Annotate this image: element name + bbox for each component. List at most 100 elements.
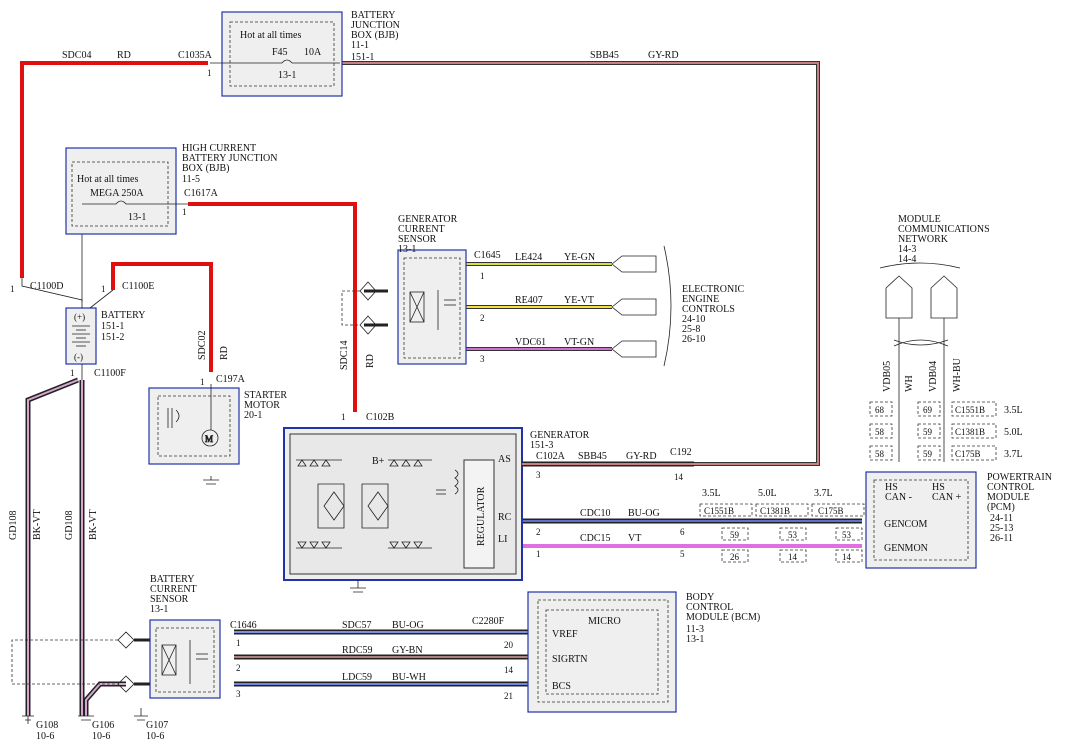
bjb-box — [221, 11, 343, 97]
gcs-pin-1: 1 — [480, 271, 485, 281]
bjb-pin: 1 — [207, 68, 212, 78]
generator-title-1: 151-3 — [530, 440, 553, 451]
conn-name-1: C1381B — [760, 506, 790, 516]
hcbjb-title-0: HIGH CURRENT — [182, 143, 256, 154]
bcs-pin2-1: 20 — [504, 640, 514, 650]
bplus-label: B+ — [372, 456, 385, 467]
eec-title-5: 26-10 — [682, 334, 705, 345]
pt-r2-v: 3.7L — [1004, 449, 1023, 460]
hcbjb-fuse-symbol — [82, 200, 188, 205]
starter-title-1: MOTOR — [244, 400, 280, 411]
vdb05-label: VDB05 — [882, 361, 893, 392]
sdc57-color: BU-OG — [392, 620, 424, 631]
eec-title-0: ELECTRONIC — [682, 284, 745, 295]
mcn-title-2: NETWORK — [898, 234, 949, 245]
c1100f-pin: 1 — [70, 368, 75, 378]
regulator-box — [463, 459, 495, 569]
mcn-title-0: MODULE — [898, 214, 941, 225]
battery-title-1: 151-1 — [101, 321, 124, 332]
rdc59-label: RDC59 — [342, 645, 373, 656]
vdb04-color: WH-BU — [952, 357, 963, 392]
bjb-title-4: 151-1 — [351, 52, 374, 63]
bjb-hot-label: Hot at all times — [240, 30, 301, 41]
li-circuit: CDC15 — [580, 533, 611, 544]
pt-r2-a: 58 — [875, 449, 885, 459]
c102b-label: C102B — [366, 412, 395, 423]
sdc14-label: SDC14 — [339, 341, 350, 370]
bjb-fuse-name: F45 — [272, 47, 288, 58]
g106-label: G106 — [92, 720, 114, 731]
mcn-title-1: COMMUNICATIONS — [898, 224, 990, 235]
gcs-pin-2: 2 — [480, 313, 485, 323]
rc-pin2: 6 — [680, 527, 685, 537]
rc-pin: 2 — [536, 527, 541, 537]
pcm-title-0: POWERTRAIN — [987, 472, 1052, 483]
gcs-title-1: CURRENT — [398, 224, 445, 235]
pcm-title-4: 24-11 — [990, 513, 1013, 524]
re407-color: YE-VT — [564, 295, 594, 306]
bcm-bcs: BCS — [552, 681, 571, 692]
eec-tab-1 — [611, 255, 657, 273]
eec-tab-3 — [611, 340, 657, 358]
bcs-title-1: CURRENT — [150, 584, 197, 595]
pcm-box — [865, 471, 977, 569]
pcm-title-5: 25-13 — [990, 523, 1013, 534]
gcs-title-0: GENERATOR — [398, 214, 458, 225]
g107-ref: 10-6 — [146, 731, 164, 742]
eec-title-1: ENGINE — [682, 294, 719, 305]
bjb-fuse-symbol — [210, 59, 340, 64]
starter-inner — [157, 395, 231, 457]
rc-color: BU-OG — [628, 508, 660, 519]
hcbjb-pin: 1 — [182, 207, 187, 217]
bjb-title-1: JUNCTION — [351, 20, 400, 31]
pin-top-1: 53 — [788, 530, 798, 540]
vdb04-label: VDB04 — [928, 361, 939, 392]
svg-text:M: M — [205, 434, 213, 444]
starter-title-2: 20-1 — [244, 410, 262, 421]
gd108a-label: GD108 — [8, 511, 19, 540]
wire-sdc14 — [188, 202, 357, 412]
pcm-hs2: HS — [932, 482, 945, 493]
pin-box-0b — [721, 549, 749, 563]
bcm-box — [527, 591, 677, 713]
gcs-inner — [403, 257, 461, 359]
hcbjb-fuse: MEGA 250A — [90, 188, 144, 199]
rc-label: RC — [498, 512, 512, 523]
eec-title-4: 25-8 — [682, 324, 700, 335]
rectifier-diode-symbols — [296, 459, 459, 593]
li-pin2: 5 — [680, 549, 685, 559]
bcm-title-0: BODY — [686, 592, 714, 603]
bcm-inner — [537, 599, 669, 703]
starter-motor-symbol: M — [167, 384, 219, 485]
mcn-tab-2 — [930, 275, 958, 319]
eec-bracket — [663, 245, 672, 367]
hcbjb-ref: 13-1 — [128, 212, 146, 223]
g107-label: G107 — [146, 720, 168, 731]
battery-minus: (-) — [74, 352, 83, 362]
c1100e-label: C1100E — [122, 281, 154, 292]
c1100d-label: C1100D — [30, 281, 64, 292]
sdc04-color: RD — [117, 50, 131, 61]
pt-r2-c: C175B — [955, 449, 981, 459]
ldc59-color: BU-WH — [392, 672, 426, 683]
bcs-pin2-2: 14 — [504, 665, 514, 675]
bcm-title-4: 13-1 — [686, 634, 704, 645]
sdc14-color: RD — [365, 354, 376, 368]
bcs-pin-3: 3 — [236, 689, 241, 699]
pcm-can-plus: CAN + — [932, 492, 962, 503]
pcm-pin-table — [869, 401, 997, 461]
as-circuit: SBB45 — [578, 451, 607, 462]
bjb-title-3: 11-1 — [351, 40, 369, 51]
regulator-label: REGULATOR — [476, 486, 487, 546]
battery-pos-link-2 — [89, 289, 114, 309]
bjb-fuse-amps: 10A — [304, 47, 322, 58]
battery-pos-link — [21, 278, 83, 308]
bcs-pin-2: 2 — [236, 663, 241, 673]
c1100f-label: C1100F — [94, 368, 126, 379]
conn-box-1 — [755, 503, 809, 517]
c1100e-pin: 1 — [101, 284, 106, 294]
bcs-conductor — [134, 638, 150, 686]
battery-cell-symbol — [72, 325, 90, 347]
wire-sdc02 — [111, 262, 213, 372]
